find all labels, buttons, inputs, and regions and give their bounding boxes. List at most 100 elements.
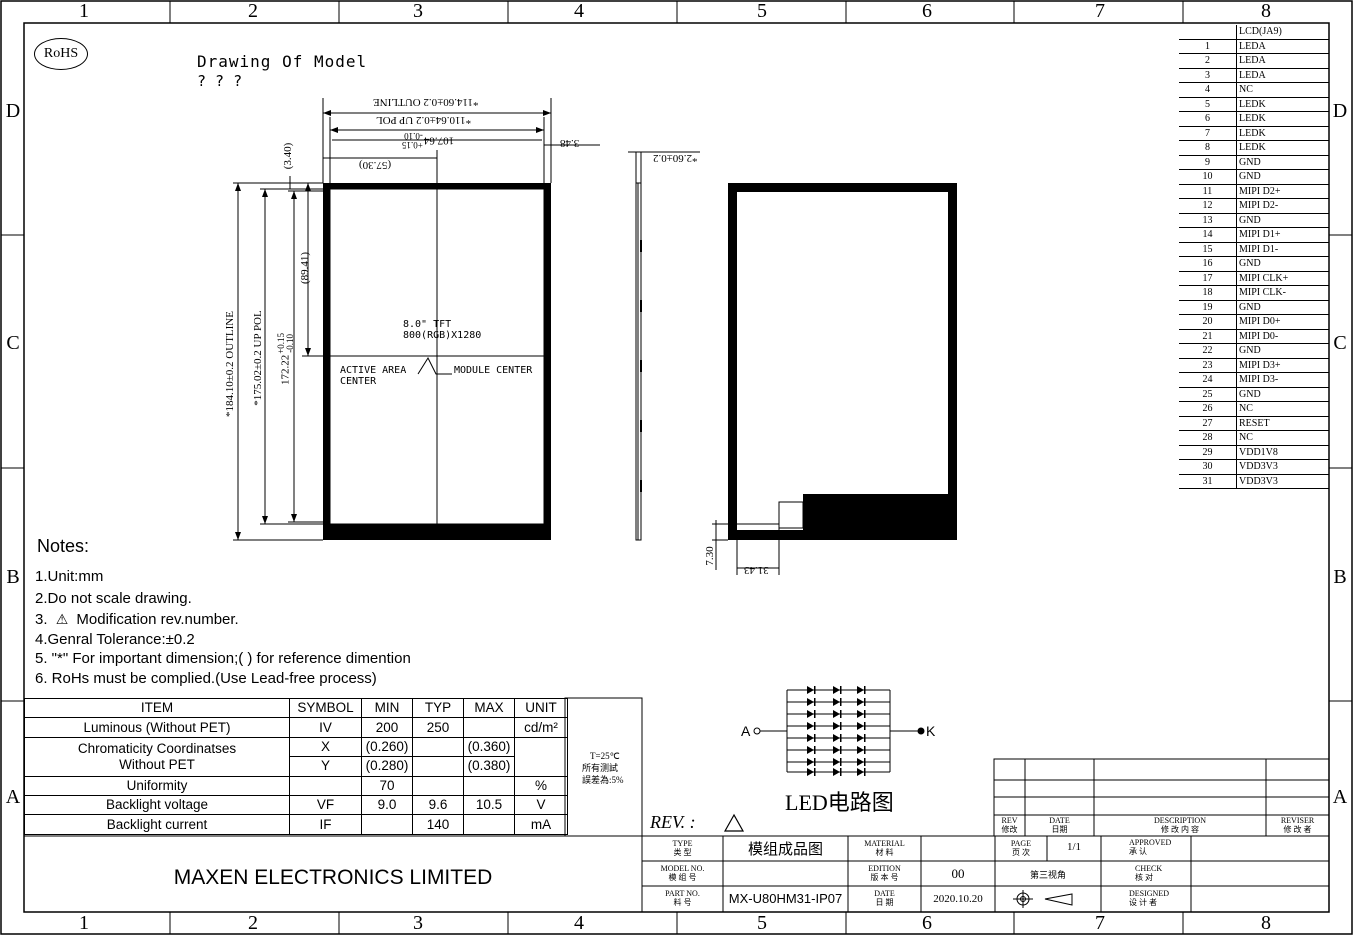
projection-symbol <box>1013 890 1073 908</box>
led-diode-bar <box>864 722 866 730</box>
grid-row-label: C <box>1333 332 1347 354</box>
dim-fpc-width: 31.43 <box>744 564 769 576</box>
pin-number: 1 <box>1179 39 1237 54</box>
grid-column-label: 2 <box>248 0 258 22</box>
grid-column-label: 6 <box>922 912 932 934</box>
led-diode-bar <box>840 746 842 754</box>
led-diode-icon <box>833 722 840 730</box>
optical-spec-table: ITEM SYMBOL MIN TYP MAX UNIT Luminous (W… <box>24 697 568 835</box>
note-5: 5. "*" For important dimension;( ) for r… <box>35 650 411 667</box>
pin-number: 28 <box>1179 430 1237 446</box>
pin-signal: LEDK <box>1236 140 1329 156</box>
anode-label: A <box>741 723 751 739</box>
pin-signal: MIPI D1- <box>1236 242 1329 257</box>
grid-row-label: A <box>1332 786 1348 808</box>
pin-signal: MIPI D3- <box>1236 372 1329 388</box>
grid-column-label: 7 <box>1095 912 1105 934</box>
type-value: 模组成品图 <box>747 842 823 858</box>
pin-number: 21 <box>1179 329 1237 344</box>
warning-triangle-icon: ⚠ <box>55 611 69 627</box>
spec-row-voltage: Backlight voltage VF 9.0 9.6 10.5 V <box>24 794 568 816</box>
pin-number: 23 <box>1179 358 1237 373</box>
led-diode-bar <box>814 746 816 754</box>
pin-signal: RESET <box>1236 416 1329 431</box>
grid-column-label: 1 <box>79 912 89 934</box>
pin-number: 6 <box>1179 111 1237 127</box>
led-diode-bar <box>864 768 866 776</box>
pin-signal: GND <box>1236 256 1329 272</box>
led-diode-bar <box>814 698 816 706</box>
led-diode-bar <box>814 734 816 742</box>
projection-label: 第三视角 <box>1029 870 1066 880</box>
pin-signal: LEDA <box>1236 53 1329 69</box>
date-value: 2020.10.20 <box>933 893 983 905</box>
model-label: MODEL NO.模 组 号 <box>660 864 705 882</box>
pin-number: 16 <box>1179 256 1237 272</box>
pin-signal: GND <box>1236 300 1329 315</box>
dim-side-offset: 3.48 <box>560 137 580 149</box>
pin-number: 31 <box>1179 474 1237 489</box>
part-value: MX-U80HM31-IP07 <box>728 891 843 906</box>
module-center-label: MODULE CENTER <box>454 365 533 376</box>
pin-signal: VDD1V8 <box>1236 445 1329 460</box>
pin-number: 2 <box>1179 53 1237 69</box>
test-condition-note: T=25℃ 所有测試 誤差為:5% <box>582 751 624 785</box>
drawing-title: Drawing Of Model <box>197 52 368 71</box>
pin-signal: MIPI D1+ <box>1236 227 1329 243</box>
grid-column-label: 6 <box>922 0 932 22</box>
dim-outline-width: *114.60±0.2 OUTLINE <box>373 96 479 108</box>
pin-number: 25 <box>1179 387 1237 402</box>
grid-column-label: 3 <box>413 0 423 22</box>
led-diode-bar <box>814 710 816 718</box>
led-diode-icon <box>807 698 814 706</box>
led-diode-icon <box>857 722 864 730</box>
pin-signal: LEDK <box>1236 97 1329 112</box>
grid-row-label: C <box>6 332 20 354</box>
note-4: 4.Genral Tolerance:±0.2 <box>35 631 195 648</box>
grid-column-label: 8 <box>1261 0 1271 22</box>
led-diode-bar <box>840 686 842 694</box>
page-value: 1/1 <box>1066 841 1082 853</box>
pin-number: 8 <box>1179 140 1237 156</box>
dim-active-width: 107.64+0.15-0.10 <box>402 131 455 150</box>
led-diode-icon <box>857 768 864 776</box>
pin-signal: GND <box>1236 343 1329 359</box>
led-diode-icon <box>857 746 864 754</box>
pin-signal: NC <box>1236 82 1329 98</box>
grid-row-label: D <box>1332 100 1348 122</box>
pin-signal: LEDK <box>1236 111 1329 127</box>
part-label: PART NO.料 号 <box>665 889 700 907</box>
pin-number: 4 <box>1179 82 1237 98</box>
pin-signal: GND <box>1236 387 1329 402</box>
pin-signal: GND <box>1236 169 1329 185</box>
dim-thickness: *2.60±0.2 <box>653 152 698 164</box>
panel-spec-line1: 8.0" TFT <box>403 319 452 330</box>
dim-top-gap: (3.40) <box>282 142 294 170</box>
led-diode-icon <box>833 768 840 776</box>
led-diode-icon <box>833 746 840 754</box>
pin-signal: GND <box>1236 155 1329 170</box>
